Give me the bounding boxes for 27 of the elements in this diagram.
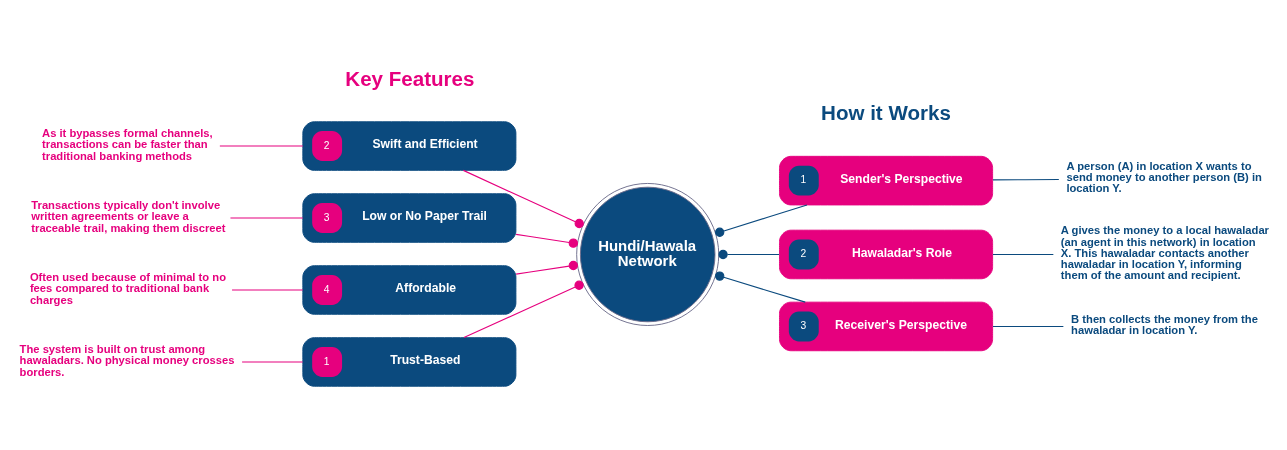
node-text: As it bypasses formal channels, transactions can be faster than traditional banking methods xyxy=(42,126,213,162)
node-text: Often used because of minimal to no fees compared to traditional bank charges xyxy=(29,270,226,306)
node-box: 1 Sender's Perspective xyxy=(779,155,994,205)
connector xyxy=(515,233,578,248)
label: Key Features xyxy=(345,66,475,90)
connector xyxy=(992,325,1064,327)
connector xyxy=(715,270,806,303)
node-text: A person (A) in location X wants to send money to another person (B) in location Y. xyxy=(1066,159,1262,194)
node-text: Transactions typically don't involve written agreements or leave a traceable trail, making them discreet xyxy=(31,198,226,234)
node-text: A gives the money to a local hawaladar (an agent in this network) in location X. This hawaladar contacts another hawaladar in location Y, informing them of the amount and recipient. xyxy=(1060,223,1269,281)
connector xyxy=(992,253,1054,255)
connector xyxy=(992,178,1060,180)
connector xyxy=(715,204,808,237)
connector xyxy=(718,249,780,259)
connector xyxy=(463,280,584,338)
node-box: 3 Receiver's Perspective xyxy=(779,301,994,351)
node-box: 3 Low or No Paper Trail xyxy=(302,192,517,243)
node-text: The system is built on trust among hawaladars. No physical money crosses borders. xyxy=(19,342,235,378)
node-box: 2 Hawaladar's Role xyxy=(779,229,994,279)
connector xyxy=(462,169,584,228)
node-text: B then collects the money from the hawaladar in location Y. xyxy=(1071,312,1258,336)
node-box: 2 Swift and Efficient xyxy=(302,120,517,171)
label: How it Works xyxy=(821,100,951,124)
connector xyxy=(515,260,578,275)
connector xyxy=(219,145,304,147)
node-box: 4 Affordable xyxy=(302,264,517,315)
node-box: 1 Trust-Based xyxy=(302,336,517,387)
